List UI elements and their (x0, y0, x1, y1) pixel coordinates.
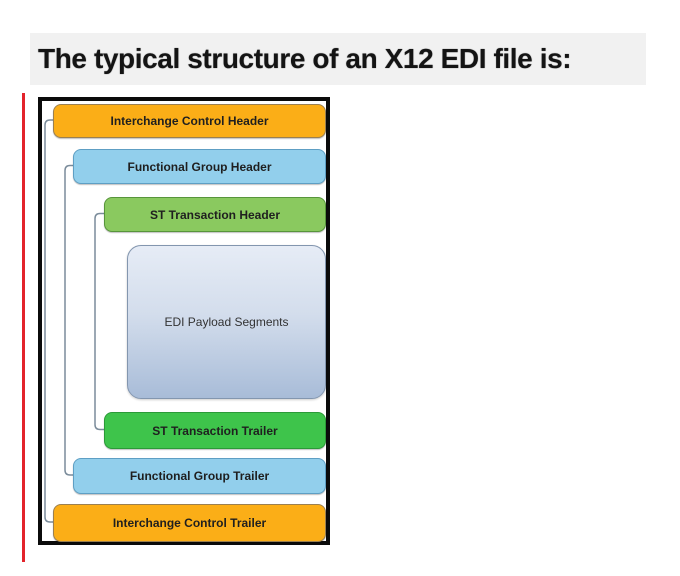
box-interchange-control-trailer: Interchange Control Trailer (53, 504, 326, 542)
box-edi-payload-segments: EDI Payload Segments (127, 245, 326, 399)
box-interchange-control-header-label: Interchange Control Header (110, 114, 269, 128)
box-st-transaction-header: ST Transaction Header (104, 197, 326, 232)
box-functional-group-trailer: Functional Group Trailer (73, 458, 326, 494)
box-st-transaction-trailer: ST Transaction Trailer (104, 412, 326, 449)
page-title: The typical structure of an X12 EDI file… (38, 43, 572, 74)
box-functional-group-header-label: Functional Group Header (127, 159, 272, 174)
page-title-band: The typical structure of an X12 EDI file… (30, 33, 646, 85)
box-edi-payload-segments-label: EDI Payload Segments (164, 315, 289, 329)
box-interchange-control-trailer-label: Interchange Control Trailer (112, 516, 267, 530)
box-st-transaction-trailer-label: ST Transaction Trailer (152, 423, 278, 438)
box-functional-group-header: Functional Group Header (73, 149, 326, 184)
box-interchange-control-header: Interchange Control Header (53, 104, 326, 138)
box-st-transaction-header-label: ST Transaction Header (149, 207, 281, 222)
box-functional-group-trailer-label: Functional Group Trailer (129, 469, 270, 483)
red-accent-line (22, 93, 25, 562)
